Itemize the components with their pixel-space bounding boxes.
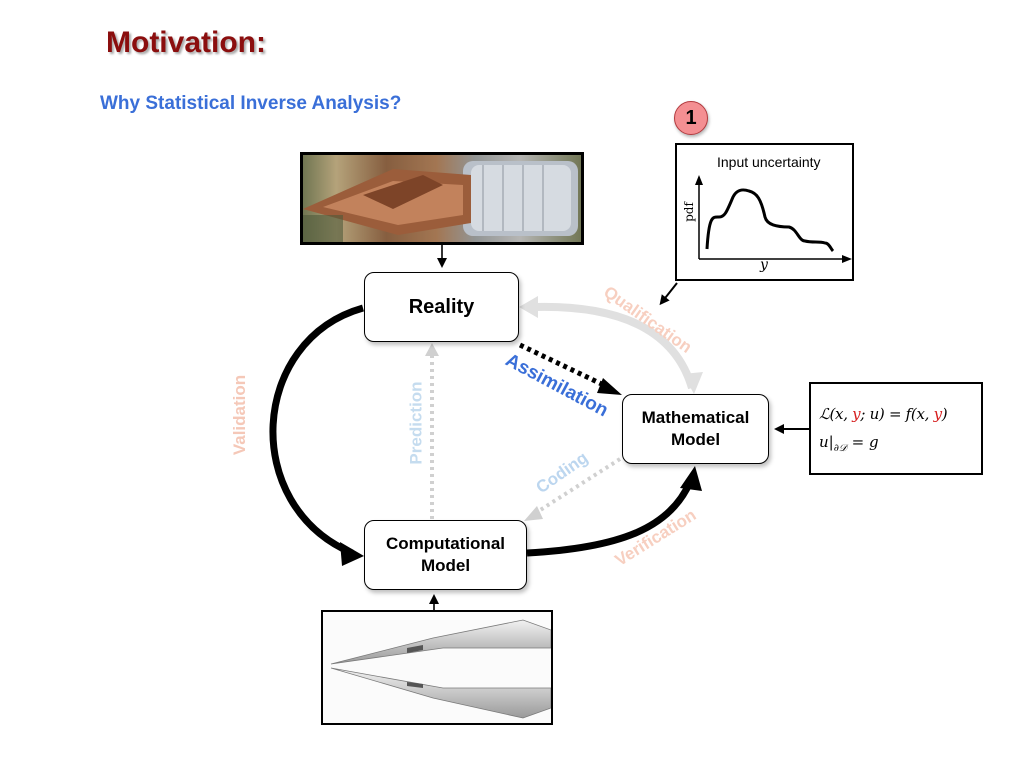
qualification-arrowhead-math [683,372,703,394]
validation-label: Validation [230,374,250,456]
validation-arrow [269,304,364,557]
qualification-arrow [534,302,696,390]
inset-pointer-arrow [659,282,678,306]
computational-render [321,610,553,725]
reality-photo [300,152,584,245]
reality-node: Reality [364,272,519,342]
computational-render-drawing [330,619,551,719]
assimilation-arrow [518,342,612,391]
inset-y-axis-head [695,175,703,185]
inset-pdf-curve [705,188,835,253]
slide-subtitle: Why Statistical Inverse Analysis? [100,93,402,114]
computational-model-node: Computational Model [364,520,527,590]
inset-title: Input uncertainty [717,154,821,170]
inset-x-axis-head [842,255,852,263]
computational-model-label-line1: Computational [386,534,505,553]
qualification-arrowhead-reality [519,296,538,318]
slide-title: Motivation: [106,26,266,59]
inset-xlabel: y [760,257,768,273]
computational-model-label-line2: Model [420,556,471,575]
equation-line-boundary: u|∂𝒟 = g [819,433,879,454]
input-uncertainty-inset: Input uncertainty pdf y [675,143,854,281]
mathematical-model-label-line2: Model [670,430,721,449]
prediction-arrowhead [425,343,439,356]
mathematical-model-label-line1: Mathematical [641,408,750,427]
validation-arrowhead [340,542,364,566]
reality-node-label: Reality [408,295,475,318]
verification-arrowhead [680,466,702,491]
coding-arrow [532,457,622,516]
prediction-label: Prediction [406,381,426,465]
reality-photo-drawing [303,155,581,242]
governing-equation-box: ℒ(x, y; u) = f(x, y) u|∂𝒟 = g [809,382,983,475]
coding-arrowhead [524,506,543,521]
assimilation-arrowhead [597,378,622,395]
mathematical-model-node: Mathematical Model [622,394,769,464]
inset-plot [695,175,852,263]
step-badge: 1 [674,101,708,135]
verification-arrow [526,480,694,557]
equation-line-operator: ℒ(x, y; u) = f(x, y) [819,405,948,423]
